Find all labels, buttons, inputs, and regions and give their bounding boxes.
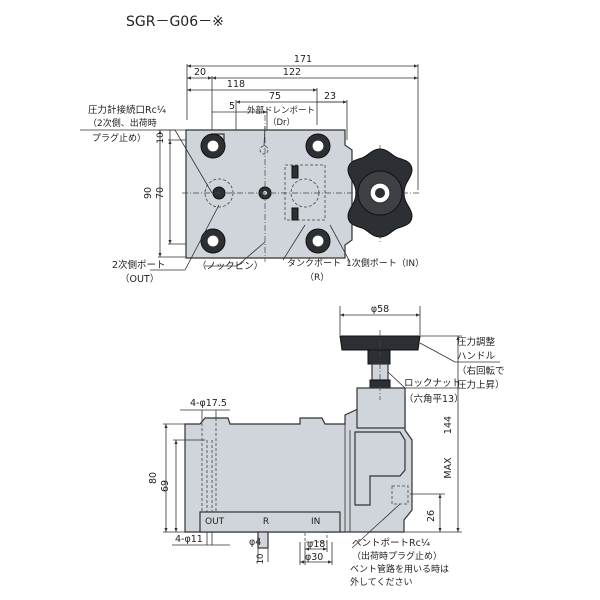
- in-port-label: 1次側ポート（IN）: [346, 257, 424, 269]
- port-r-label: R: [263, 517, 269, 527]
- dim-phi58: φ58: [371, 304, 389, 315]
- dim-phi18: φ18: [307, 539, 325, 550]
- gauge-port-label-1: 圧力計接続口Rc¼: [88, 104, 166, 116]
- dim-phi30: φ30: [305, 552, 323, 563]
- side-view: φ58 OUT R IN 80 69: [148, 304, 505, 588]
- dim-118: 118: [227, 79, 245, 90]
- drain-port-icon: [259, 145, 269, 155]
- dim-70: 70: [155, 187, 166, 199]
- dim-69: 69: [160, 480, 171, 492]
- vent-port-label-1: ベントポートRc¼: [352, 538, 430, 549]
- handle-knob-icon: [347, 148, 413, 238]
- dim-10: 10: [156, 132, 166, 144]
- dim-4-phi17-5: 4-φ17.5: [190, 398, 227, 409]
- out-port-label-1: 2次側ポート: [112, 259, 166, 271]
- drain-port-label-2: （Dr）: [268, 117, 295, 128]
- mounting-hole-icon: [200, 228, 226, 254]
- port-in-label: IN: [311, 517, 320, 527]
- vent-port-label-3: ベント管路を用いる時は: [350, 563, 449, 575]
- dim-23: 23: [324, 91, 336, 102]
- handle-label-3: （右回転で: [457, 365, 505, 377]
- drain-port-label-1: 外部ドレンポート: [247, 105, 315, 116]
- tank-port-label-2: （R）: [305, 272, 329, 283]
- dim-171: 171: [294, 54, 312, 65]
- gauge-port-label-2: （2次側、出荷時: [88, 117, 157, 129]
- dim-80: 80: [148, 472, 159, 484]
- handle-label-1: 圧力調整: [457, 336, 496, 348]
- dim-90: 90: [143, 187, 154, 199]
- dim-10-pin: 10: [256, 554, 266, 565]
- dim-phi4: φ4: [249, 537, 261, 548]
- mounting-hole-icon: [305, 228, 331, 254]
- mounting-hole-icon: [200, 133, 226, 159]
- knock-pin-icon: [257, 531, 269, 549]
- dim-5: 5: [229, 101, 235, 112]
- vent-port-label-4: 外してください: [350, 576, 412, 588]
- base-plate: [199, 511, 341, 533]
- dim-144: 144: [443, 416, 454, 434]
- dim-4-phi11: 4-φ11: [175, 534, 203, 545]
- knock-pin-label: （ノックピン）: [197, 260, 263, 272]
- out-port-label-2: （OUT）: [120, 273, 159, 285]
- handle-label-4: 圧力上昇）: [457, 379, 505, 391]
- gauge-port-label-3: プラグ止め）: [92, 132, 146, 144]
- port-out-label: OUT: [205, 517, 225, 527]
- vent-port-label-2: （出荷時プラグ止め）: [352, 550, 442, 562]
- top-view: 171 20 122 118 75 23 5 90 70 10: [80, 54, 424, 285]
- mounting-hole-icon: [305, 133, 331, 159]
- lock-nut-label-1: ロックナット: [404, 378, 461, 389]
- tank-port-label-1: タンクポート: [287, 258, 341, 269]
- dim-75: 75: [269, 91, 281, 102]
- dim-20: 20: [194, 67, 206, 78]
- lock-nut-label-2: （六角平13）: [404, 393, 464, 405]
- drawing-title: SGR－G06－※: [126, 14, 224, 30]
- out-port-icon: [204, 178, 234, 208]
- dim-max: MAX: [443, 457, 454, 479]
- dim-122: 122: [283, 67, 301, 78]
- handle-label-2: ハンドル: [457, 351, 496, 362]
- dim-26: 26: [426, 510, 437, 522]
